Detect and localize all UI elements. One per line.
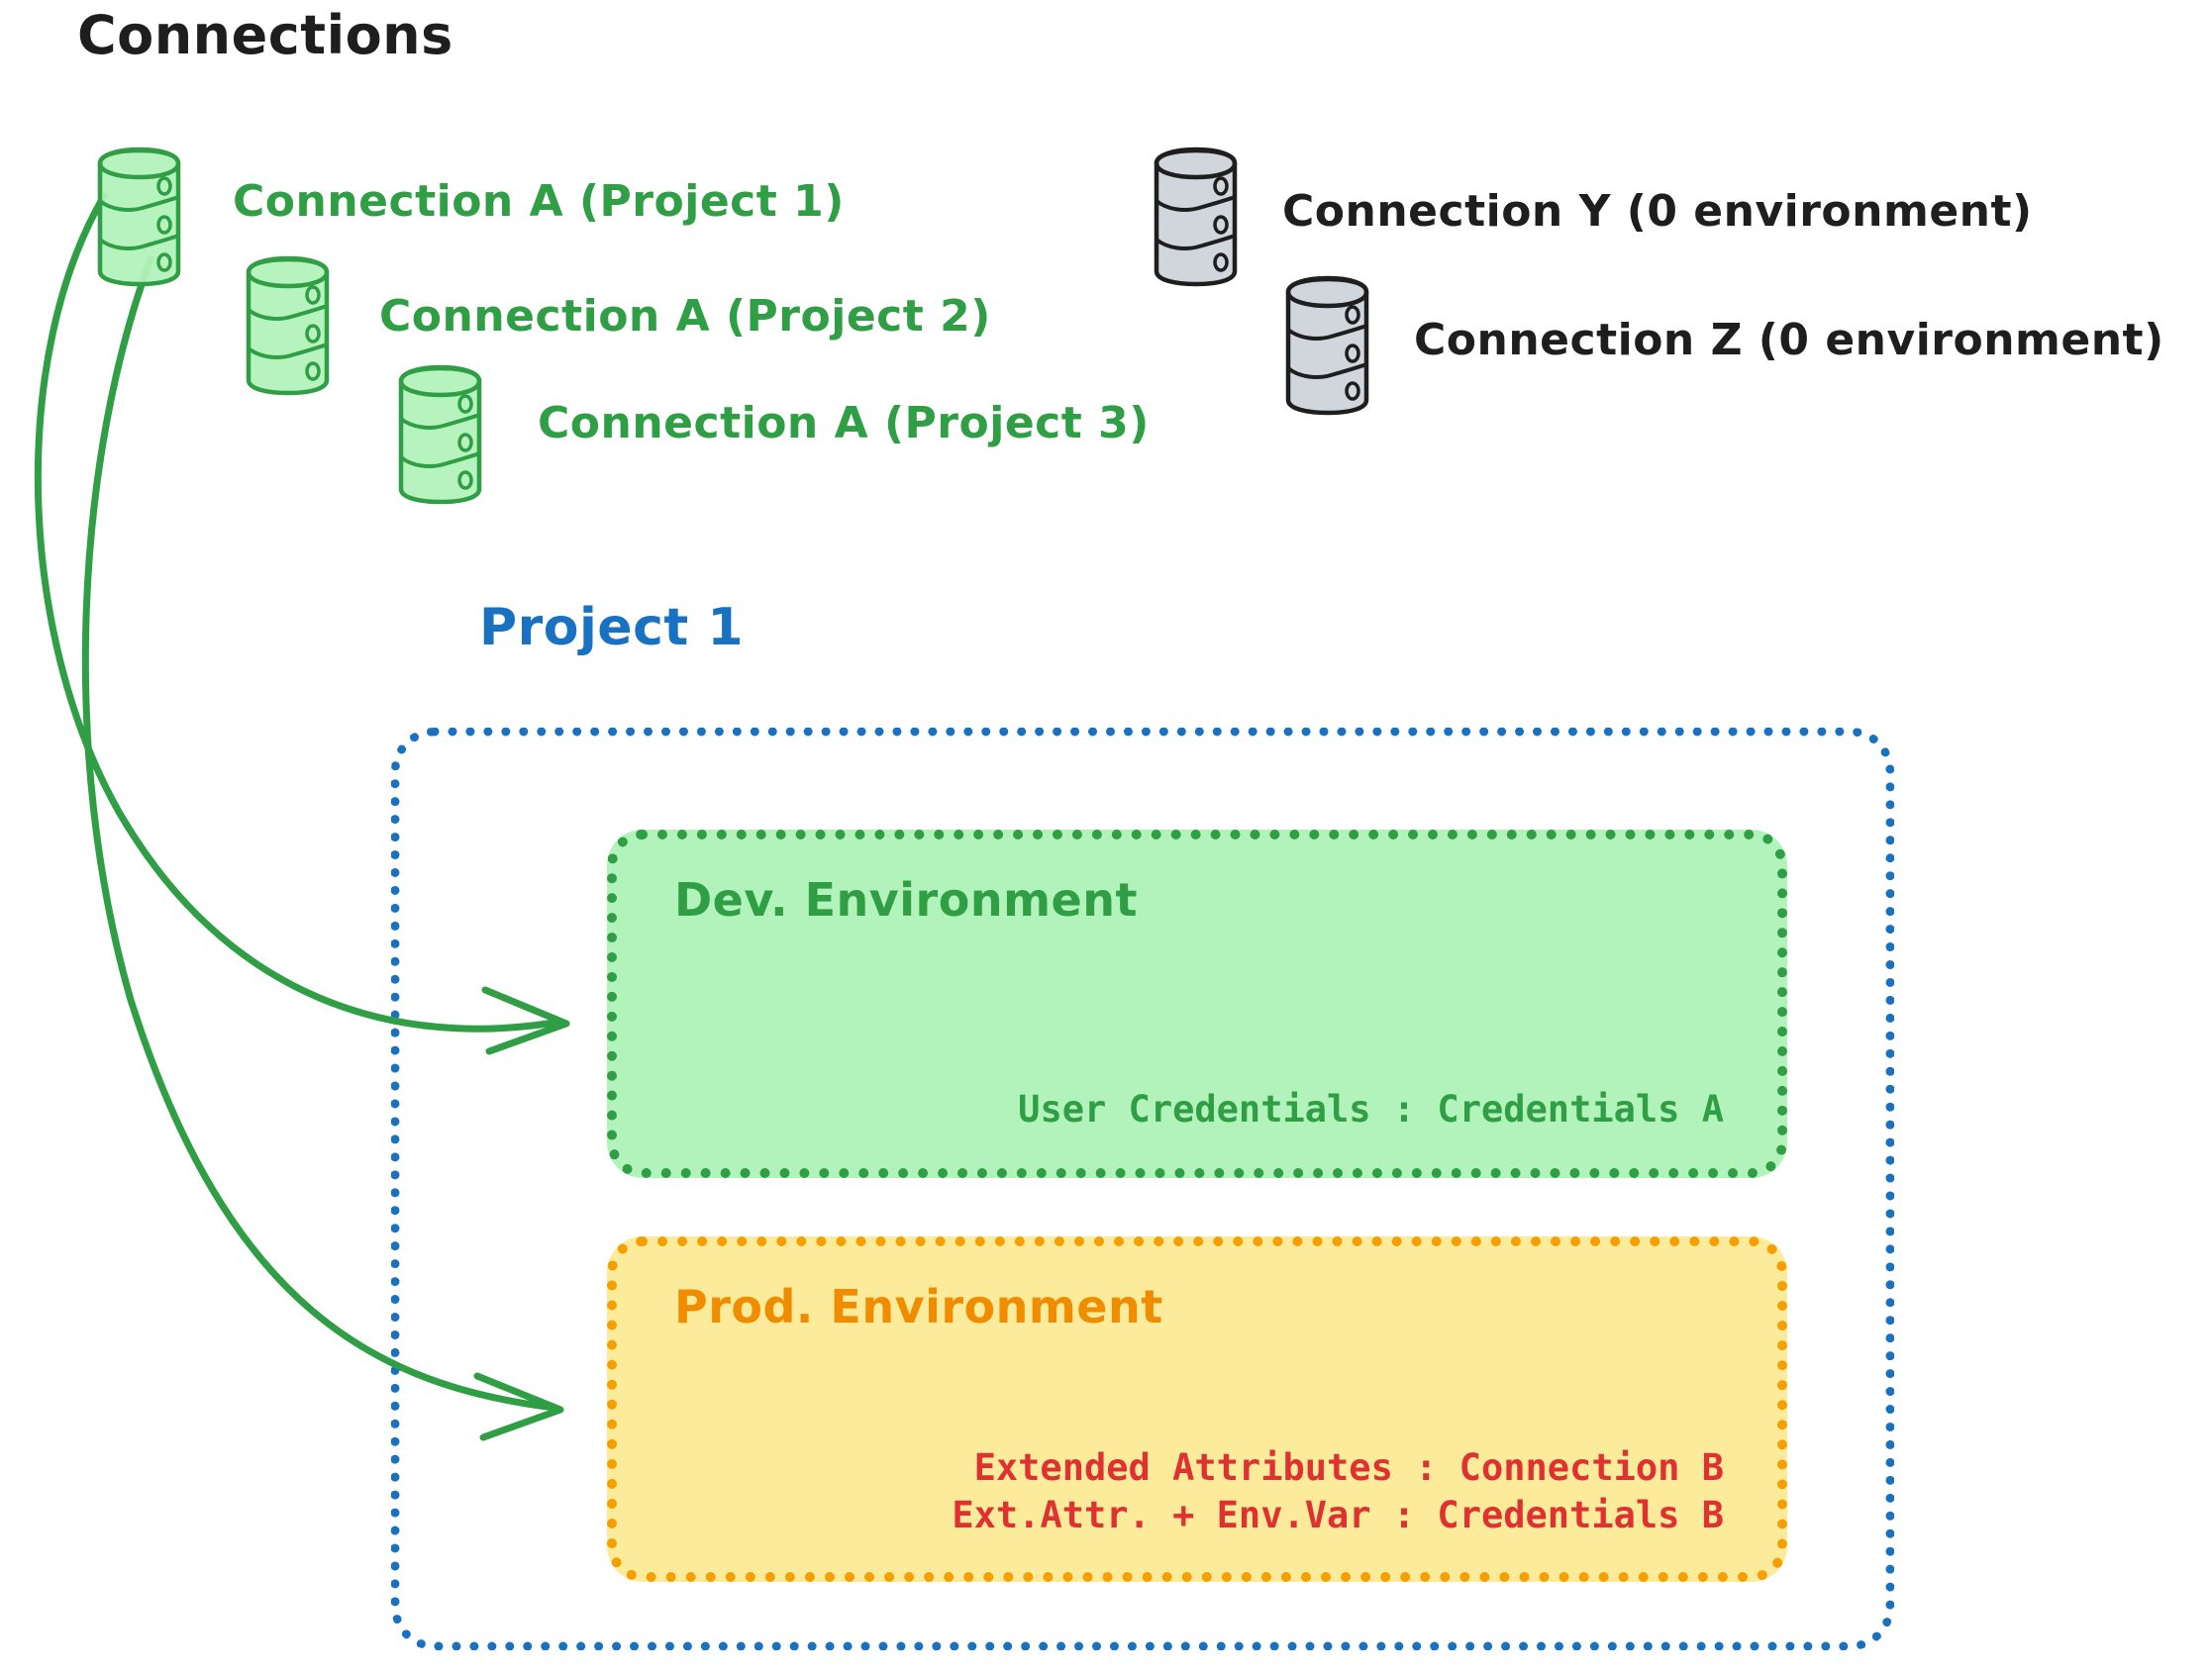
connection-label-z: Connection Z (0 environment): [1414, 315, 2164, 365]
dev-environment-rows: User Credentials : Credentials A: [1018, 1086, 1724, 1132]
dev-environment-title: Dev. Environment: [674, 873, 1138, 927]
connection-label-a-project-3: Connection A (Project 3): [538, 398, 1150, 448]
page-title: Connections: [77, 4, 453, 66]
connection-label-y: Connection Y (0 environment): [1282, 186, 2033, 237]
prod-environment-row: Ext.Attr. + Env.Var : Credentials B: [952, 1493, 1724, 1536]
dev-environment-box: Dev. Environment User Credentials : Cred…: [607, 830, 1787, 1178]
database-icon-connection-z[interactable]: [1286, 277, 1367, 415]
database-icon-connection-a-project-1[interactable]: [98, 148, 179, 286]
database-icon-connection-a-project-3[interactable]: [399, 366, 480, 504]
prod-environment-row: Extended Attributes : Connection B: [973, 1446, 1724, 1490]
connection-label-a-project-1: Connection A (Project 1): [233, 176, 845, 227]
project-title: Project 1: [479, 598, 745, 657]
connection-label-a-project-2: Connection A (Project 2): [379, 291, 991, 342]
dev-environment-row: User Credentials : Credentials A: [1018, 1087, 1724, 1131]
prod-environment-box: Prod. Environment Extended Attributes : …: [607, 1236, 1787, 1582]
prod-environment-rows: Extended Attributes : Connection B Ext.A…: [952, 1444, 1724, 1538]
prod-environment-title: Prod. Environment: [674, 1280, 1163, 1333]
database-icon-connection-a-project-2[interactable]: [247, 257, 328, 395]
database-icon-connection-y[interactable]: [1155, 148, 1236, 286]
